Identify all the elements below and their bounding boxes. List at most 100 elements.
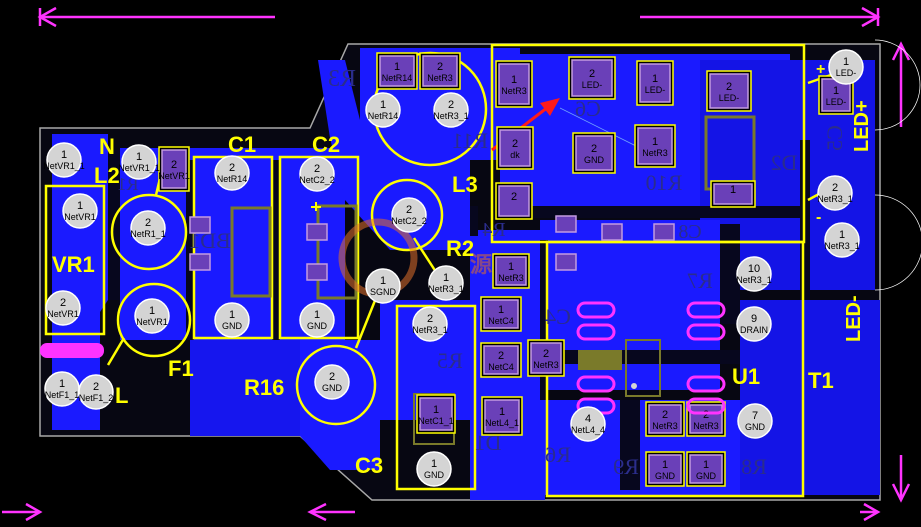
silk-label-l3: L3 — [452, 172, 478, 197]
smd-pad[interactable]: 1 — [710, 180, 756, 208]
bottom-label-r5: R5 — [437, 348, 463, 373]
silk-label-r16: R16 — [244, 375, 284, 400]
bottom-label-r7: R7 — [687, 268, 713, 293]
small-smd-pad[interactable] — [555, 215, 577, 233]
transformer-oval-pad[interactable] — [576, 301, 616, 319]
pad-net-label: SGND — [370, 287, 397, 297]
pad-number: 1 — [314, 309, 320, 321]
pad-number: 1 — [839, 229, 845, 241]
pad-net-label: NetR3_1 — [433, 111, 469, 121]
transformer-oval-pad[interactable] — [576, 375, 616, 393]
pad-number: 7 — [752, 410, 758, 422]
small-smd-pad[interactable] — [306, 263, 328, 281]
pad-number: 2 — [145, 217, 151, 229]
small-smd-pad[interactable] — [189, 253, 211, 271]
transformer-oval-pad[interactable] — [686, 323, 726, 341]
pad-net-label: LED- — [719, 93, 740, 103]
transformer-oval-pad[interactable] — [686, 301, 726, 319]
pad-number: 1 — [730, 184, 736, 196]
pad-number: 1 — [843, 56, 849, 68]
pad-net-label: NetR3 — [652, 421, 678, 431]
pad-number: 1 — [229, 309, 235, 321]
transformer-oval-pad[interactable] — [576, 323, 616, 341]
small-smd-pad[interactable] — [601, 223, 623, 241]
small-smd-pad[interactable] — [306, 223, 328, 241]
small-smd-pad[interactable] — [653, 223, 675, 241]
silk-label-vr1: VR1 — [52, 252, 95, 277]
small-smd-pad[interactable] — [555, 253, 577, 271]
smd-pad[interactable]: 2dk — [496, 126, 534, 170]
pad-number: 2 — [171, 159, 177, 171]
bottom-label-c5: C5 — [822, 125, 847, 151]
pad-net-label: NetR3 — [693, 421, 719, 431]
pad-number: 1 — [443, 272, 449, 284]
pad-net-label: NetC2_2 — [299, 175, 335, 185]
pad-net-label: LED- — [645, 85, 666, 95]
pad-number: 1 — [833, 85, 839, 97]
transformer-oval-pad[interactable] — [686, 375, 726, 393]
pad-net-label: NetR3_1 — [736, 275, 772, 285]
silk-label-ledp: LED+ — [851, 100, 873, 152]
transformer-oval-pad[interactable] — [686, 397, 726, 415]
pad-number: 2 — [406, 204, 412, 216]
silk-label-c2: C2 — [312, 132, 340, 157]
silk-label-minus: - — [816, 209, 821, 226]
pad-net-label: NetR14 — [368, 111, 399, 121]
bottom-label-r6: R6 — [545, 442, 571, 467]
smd-pad[interactable]: 2 — [495, 182, 533, 220]
pad-number: 2 — [448, 99, 454, 111]
pad-net-label: NetVR1_1 — [43, 161, 85, 171]
pad-number: 1 — [652, 136, 658, 148]
pad-net-label: NetVR1 — [136, 317, 168, 327]
small-smd-pad[interactable] — [189, 216, 211, 234]
